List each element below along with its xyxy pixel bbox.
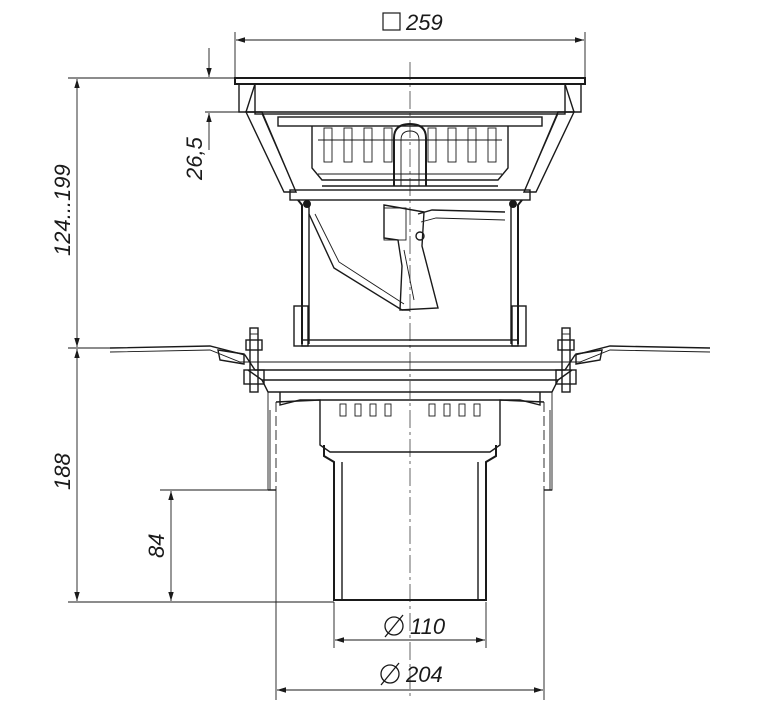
leaf-basket [277,116,543,187]
dim-upper-height: 124...199 [50,77,233,349]
dim-body-diameter: 204 [277,662,543,693]
funnel-housing [244,111,576,193]
dim-label-outlet-diameter: 110 [410,614,446,639]
dim-lower-height: 188 [50,349,334,603]
dim-label-top-width: 259 [405,10,443,35]
drain-body [267,392,553,700]
diameter-symbol-icon [380,662,400,686]
dim-label-outlet-length: 84 [144,534,169,558]
dim-label-lower-height: 188 [50,453,75,490]
grate [234,77,586,115]
dim-label-upper-height: 124...199 [50,164,75,256]
clamp-bolts [243,327,577,393]
dim-label-body-diameter: 204 [405,662,443,687]
dim-label-grate-depth: 26,5 [182,136,207,181]
flap-valve [383,204,439,311]
dim-grate-depth: 26,5 [182,48,242,181]
diameter-symbol-icon [384,614,404,638]
dim-top-width: 259 [234,10,586,78]
dim-outlet-diameter: 110 [333,602,487,648]
square-symbol-icon [382,12,401,31]
outlet-pipe [323,445,497,601]
roof-membrane-flange [109,305,711,393]
dim-outlet-length: 84 [144,489,268,601]
